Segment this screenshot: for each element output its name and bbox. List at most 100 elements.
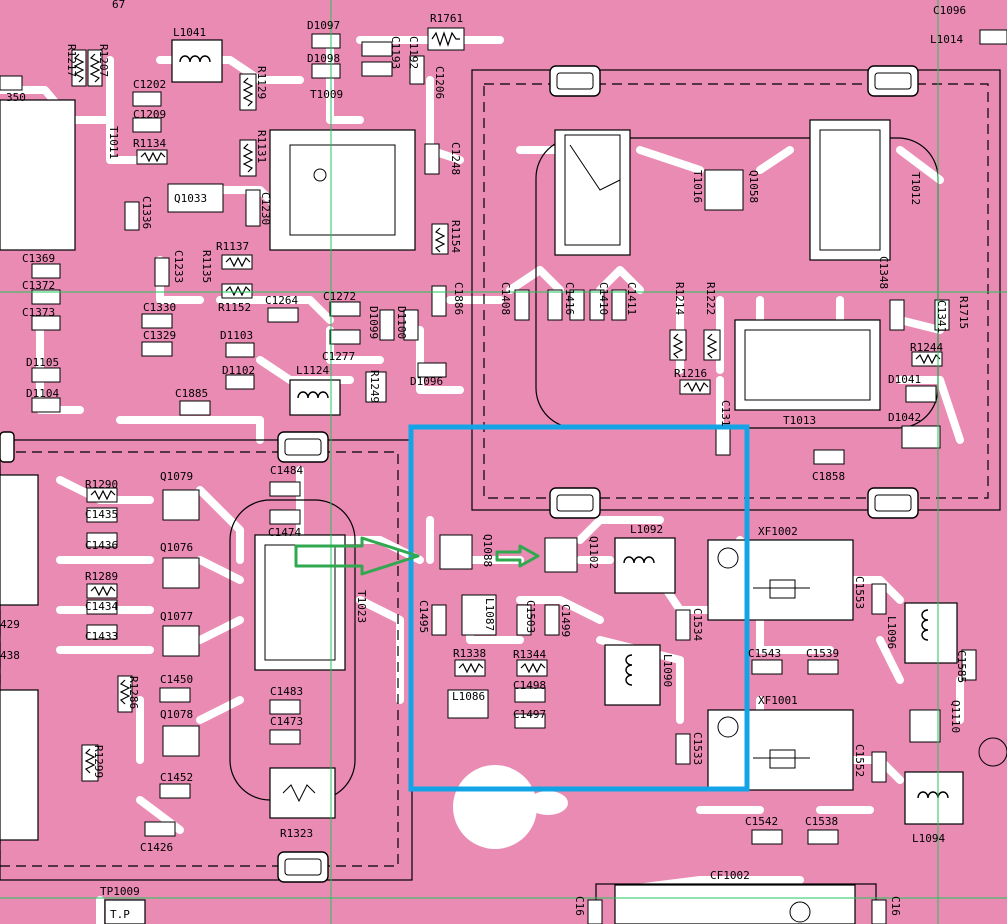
label-C1433: C1433 bbox=[85, 630, 118, 643]
label-C1434: C1434 bbox=[85, 600, 118, 613]
vlabel-C1348: C1348 bbox=[877, 256, 890, 289]
vlabel-C1552: C1552 bbox=[853, 744, 866, 777]
vlabel-R1217: R1217 bbox=[65, 44, 78, 77]
label-L1092: L1092 bbox=[630, 523, 663, 536]
ref-labels-vertical: R1217 R1207 R1129 R1131 C1193 C1192 C120… bbox=[65, 36, 970, 916]
vlabel-C1233: C1233 bbox=[172, 250, 185, 283]
vlabel-C1553: C1553 bbox=[853, 576, 866, 609]
label-C1329: C1329 bbox=[143, 329, 176, 342]
vlabel-R1207: R1207 bbox=[97, 44, 110, 77]
label-R1152: R1152 bbox=[218, 301, 251, 314]
label-R1137: R1137 bbox=[216, 240, 249, 253]
resistor-zigzags bbox=[73, 31, 941, 774]
label-Q1078: Q1078 bbox=[160, 708, 193, 721]
small-arrow bbox=[495, 544, 540, 568]
vlabel-C1192: C1192 bbox=[407, 36, 420, 69]
label-D1105: D1105 bbox=[26, 356, 59, 369]
vlabel-C1503: C1503 bbox=[524, 600, 537, 633]
label-D1102: D1102 bbox=[222, 364, 255, 377]
vlabel-C1411: C1411 bbox=[625, 282, 638, 315]
label-R1344: R1344 bbox=[513, 648, 546, 661]
label-C1202: C1202 bbox=[133, 78, 166, 91]
label-C1858: C1858 bbox=[812, 470, 845, 483]
vlabel-C1206: C1206 bbox=[433, 66, 446, 99]
label-C1498: C1498 bbox=[513, 679, 546, 692]
label-C1474: C1474 bbox=[268, 526, 301, 539]
label-C1436: C1436 bbox=[85, 539, 118, 552]
label-D1097: D1097 bbox=[307, 19, 340, 32]
vlabel-T1016: T1016 bbox=[691, 170, 704, 203]
vlabel-C1886: C1886 bbox=[452, 282, 465, 315]
label-C1497: C1497 bbox=[513, 708, 546, 721]
label-D1041: D1041 bbox=[888, 373, 921, 386]
vlabel-C1193: C1193 bbox=[389, 36, 402, 69]
label-C1542: C1542 bbox=[745, 815, 778, 828]
ref-labels: R1761 D1097 D1098 L1041 T1009 C1202 C120… bbox=[0, 0, 966, 921]
vlabel-C1336: C1336 bbox=[140, 196, 153, 229]
vlabel-T1023: T1023 bbox=[355, 590, 368, 623]
vlabel-T1011: T1011 bbox=[107, 126, 120, 159]
vlabel-Q1088: Q1088 bbox=[481, 534, 494, 567]
vlabel-C1341: C1341 bbox=[935, 300, 948, 333]
vlabel-R1249: R1249 bbox=[368, 370, 381, 403]
vlabel-C1533: C1533 bbox=[691, 732, 704, 765]
vlabel-C16-left: C16 bbox=[573, 896, 586, 916]
label-R1216: R1216 bbox=[674, 367, 707, 380]
label-Q1033: Q1033 bbox=[174, 192, 207, 205]
label-C1096: C1096 bbox=[933, 4, 966, 17]
vlabel-C1230: C1230 bbox=[259, 192, 272, 225]
label-C1483: C1483 bbox=[270, 685, 303, 698]
label-TP1009: TP1009 bbox=[100, 885, 140, 898]
vlabel-C1248: C1248 bbox=[449, 142, 462, 175]
vlabel-R1299: R1299 bbox=[92, 745, 105, 778]
label-R1323: R1323 bbox=[280, 827, 313, 840]
label-C1452: C1452 bbox=[160, 771, 193, 784]
vlabel-L1090: L1090 bbox=[661, 654, 674, 687]
vlabel-R1129: R1129 bbox=[255, 66, 268, 99]
label-L1094: L1094 bbox=[912, 832, 945, 845]
label-C1543: C1543 bbox=[748, 647, 781, 660]
highlight-frame bbox=[408, 424, 750, 792]
label-C1209: C1209 bbox=[133, 108, 166, 121]
vlabel-C16-right: C16 bbox=[889, 896, 902, 916]
label-67: 67 bbox=[112, 0, 125, 11]
label-C1473: C1473 bbox=[270, 715, 303, 728]
vlabel-C1408: C1408 bbox=[499, 282, 512, 315]
label-C1277: C1277 bbox=[322, 350, 355, 363]
label-C1484: C1484 bbox=[270, 464, 303, 477]
label-D1104: D1104 bbox=[26, 387, 59, 400]
vlabel-R1135: R1135 bbox=[200, 250, 213, 283]
label-R1761: R1761 bbox=[430, 12, 463, 25]
label-C1450: C1450 bbox=[160, 673, 193, 686]
label-C1885: C1885 bbox=[175, 387, 208, 400]
label-D1103: D1103 bbox=[220, 329, 253, 342]
label-L1041: L1041 bbox=[173, 26, 206, 39]
label-C1426: C1426 bbox=[140, 841, 173, 854]
label-C1539: C1539 bbox=[806, 647, 839, 660]
signal-arrows bbox=[294, 536, 540, 576]
vlabel-R1715: R1715 bbox=[957, 296, 970, 329]
vlabel-Q1110: Q1110 bbox=[949, 700, 962, 733]
label-XF1001: XF1001 bbox=[758, 694, 798, 707]
label-CF1002: CF1002 bbox=[710, 869, 750, 882]
label-L1086: L1086 bbox=[452, 690, 485, 703]
label-438: 438 bbox=[0, 649, 20, 662]
label-C1372: C1372 bbox=[22, 279, 55, 292]
label-C1538: C1538 bbox=[805, 815, 838, 828]
vlabel-T1012: T1012 bbox=[909, 172, 922, 205]
component-inner-lines bbox=[264, 129, 1007, 923]
label-D1098: D1098 bbox=[307, 52, 340, 65]
label-R1290: R1290 bbox=[85, 478, 118, 491]
label-C1435: C1435 bbox=[85, 508, 118, 521]
vlabel-C1499: C1499 bbox=[559, 604, 572, 637]
diode-pads bbox=[31, 33, 941, 449]
label-Q1077: Q1077 bbox=[160, 610, 193, 623]
vlabel-C1410: C1410 bbox=[597, 282, 610, 315]
vlabel-C1585: C1585 bbox=[955, 650, 968, 683]
label-XF1002: XF1002 bbox=[758, 525, 798, 538]
vlabel-C1495: C1495 bbox=[417, 600, 430, 633]
label-R1134: R1134 bbox=[133, 137, 166, 150]
